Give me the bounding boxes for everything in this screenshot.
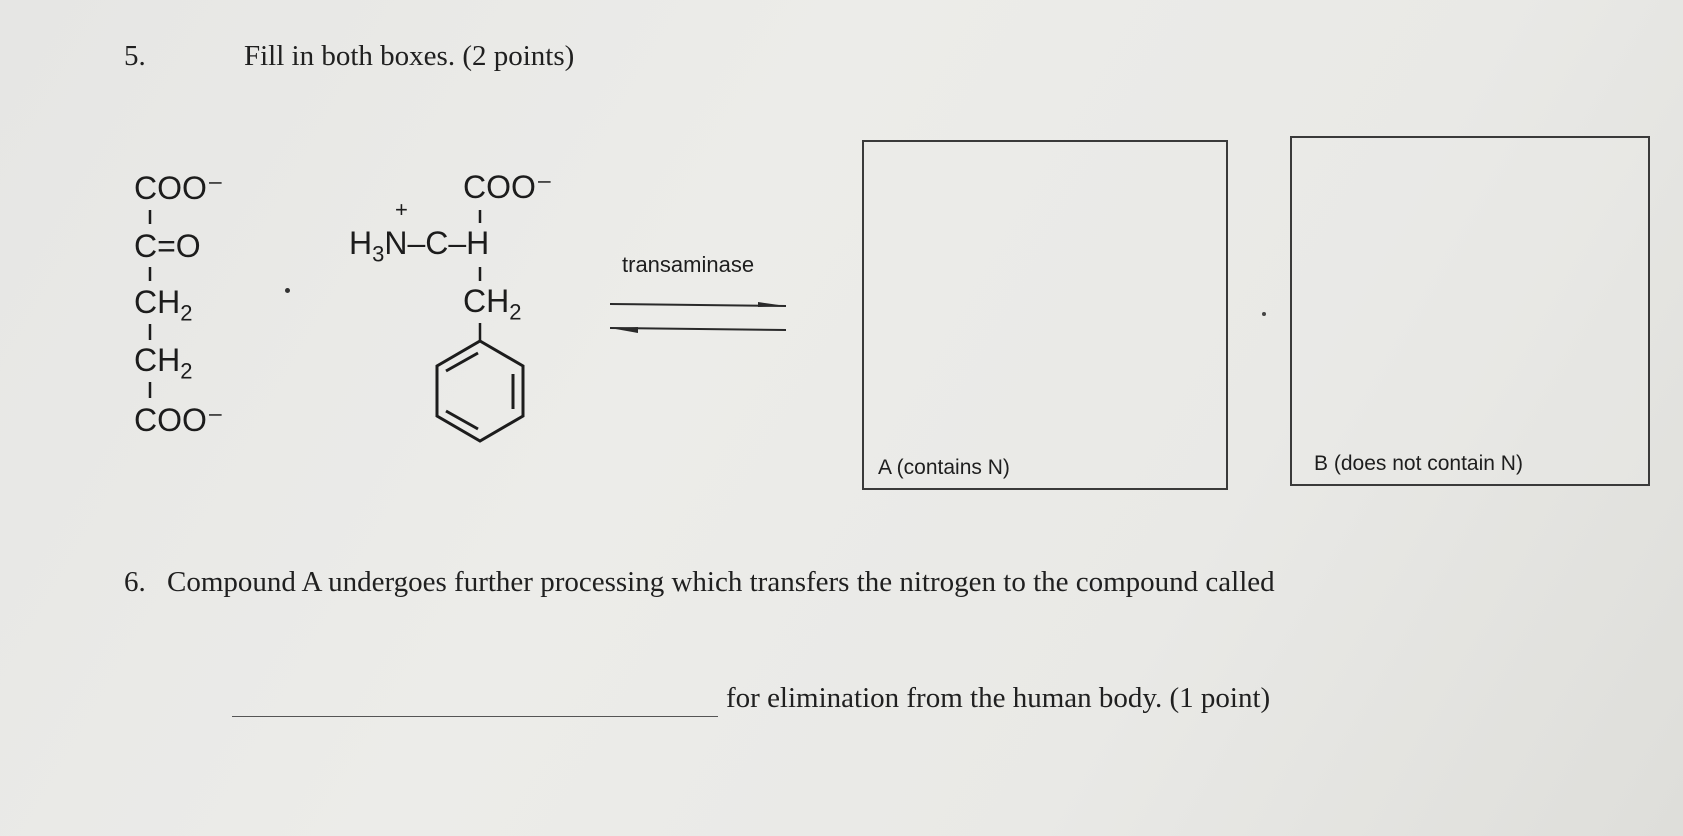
answer-box-a-label: A (contains N) <box>878 456 1010 479</box>
r1-bonds <box>148 210 152 398</box>
reactant-phenylalanine: COO⁻ + H3N–C–H CH2 <box>345 165 575 465</box>
enzyme-label: transaminase <box>622 252 755 277</box>
answer-box-b[interactable]: B (does not contain N) <box>1290 136 1650 486</box>
r1-methylene-1: CH2 <box>134 284 193 326</box>
question-5-prompt: Fill in both boxes. (2 points) <box>244 40 575 72</box>
r2-bonds-and-ring <box>435 210 525 443</box>
r1-carboxylate-bottom: COO⁻ <box>134 402 224 438</box>
r1-methylene-2: CH2 <box>134 342 193 384</box>
r2-ammonium: H3N–C–H <box>349 225 490 267</box>
r2-ammonium-charge: + <box>395 197 408 222</box>
answer-box-b-label: B (does not contain N) <box>1314 452 1523 475</box>
plus-dot-1 <box>285 288 290 293</box>
question-6-continuation: for elimination from the human body. (1 … <box>726 682 1271 714</box>
reactant-alpha-ketoglutarate: COO⁻ C=O CH2 CH2 COO⁻ <box>130 168 270 443</box>
question-5-number: 5. <box>124 40 146 72</box>
question-6-number: 6. <box>124 566 146 598</box>
equilibrium-arrow-icon <box>609 302 787 333</box>
plus-dot-2 <box>1262 312 1266 316</box>
r2-methylene: CH2 <box>463 283 522 325</box>
answer-box-a[interactable]: A (contains N) <box>862 140 1228 490</box>
question-6-text: Compound A undergoes further processing … <box>167 566 1275 598</box>
r1-carbonyl: C=O <box>134 228 201 264</box>
r2-carboxylate: COO⁻ <box>463 169 553 205</box>
r1-carboxylate-top: COO⁻ <box>134 170 224 206</box>
answer-blank-line[interactable] <box>232 716 718 717</box>
